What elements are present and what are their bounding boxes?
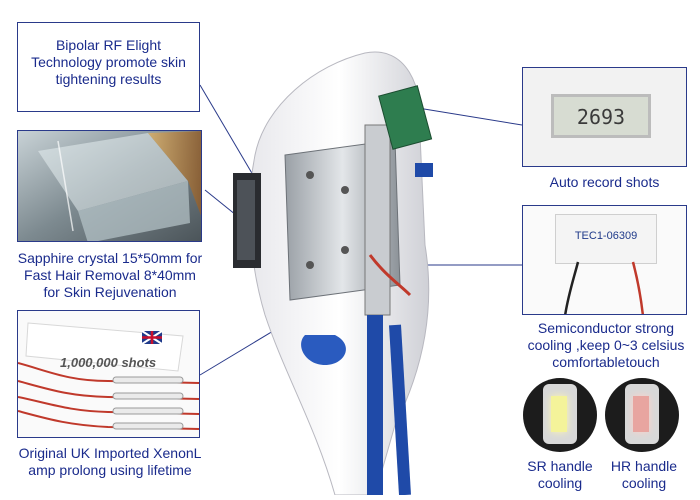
sr-caption: SR handle cooling — [512, 458, 608, 492]
hr-handle-image — [605, 378, 679, 452]
xenon-lamp-illustration — [18, 322, 199, 430]
lamp-shots-label: 1,000,000 shots — [60, 355, 157, 370]
xenon-lamp-image: 1,000,000 shots — [17, 310, 200, 438]
crystal-caption-line3: for Skin Rejuvenation — [43, 284, 177, 300]
tec-caption-line1: Semiconductor strong — [537, 320, 675, 336]
sr-handle-window — [551, 396, 567, 432]
tec-chip: TEC1-06309 — [555, 214, 657, 264]
counter-lcd-digits: 2693 — [576, 105, 626, 129]
tec-caption: Semiconductor strong cooling ,keep 0~3 c… — [512, 320, 700, 371]
counter-lcd: 2693 — [551, 94, 651, 138]
rf-caption: Bipolar RF Elight Technology promote ski… — [31, 37, 186, 87]
lamp-caption-line1: Original UK Imported XenonL — [18, 445, 202, 461]
counter-caption: Auto record shots — [549, 174, 660, 190]
handpiece-illustration — [233, 51, 433, 495]
tec-wires — [564, 261, 645, 314]
tec-chip-label: TEC1-06309 — [574, 230, 638, 242]
hr-handle-window — [633, 396, 649, 432]
sr-caption-line2: cooling — [537, 475, 583, 491]
tec-caption-line3: comfortabletouch — [552, 354, 660, 370]
sapphire-crystal-image — [17, 130, 202, 242]
sr-handle-image — [523, 378, 597, 452]
lamp-caption: Original UK Imported XenonL amp prolong … — [2, 445, 218, 479]
hr-caption: HR handle cooling — [594, 458, 694, 492]
counter-image: 2693 — [522, 67, 687, 167]
lamp-caption-line2: amp prolong using lifetime — [28, 462, 192, 478]
crystal-caption: Sapphire crystal 15*50mm for Fast Hair R… — [2, 250, 218, 301]
sr-caption-line1: SR handle — [527, 458, 593, 474]
tec-caption-line2: cooling ,keep 0~3 celsius — [527, 337, 685, 353]
hr-caption-line2: cooling — [621, 475, 667, 491]
tec-chip-image: TEC1-06309 — [522, 205, 687, 315]
hr-caption-line1: HR handle — [610, 458, 678, 474]
crystal-caption-line1: Sapphire crystal 15*50mm for — [17, 250, 203, 266]
rf-callout-box: Bipolar RF Elight Technology promote ski… — [17, 22, 200, 112]
crystal-illustration — [18, 131, 201, 241]
crystal-caption-line2: Fast Hair Removal 8*40mm — [24, 267, 196, 283]
